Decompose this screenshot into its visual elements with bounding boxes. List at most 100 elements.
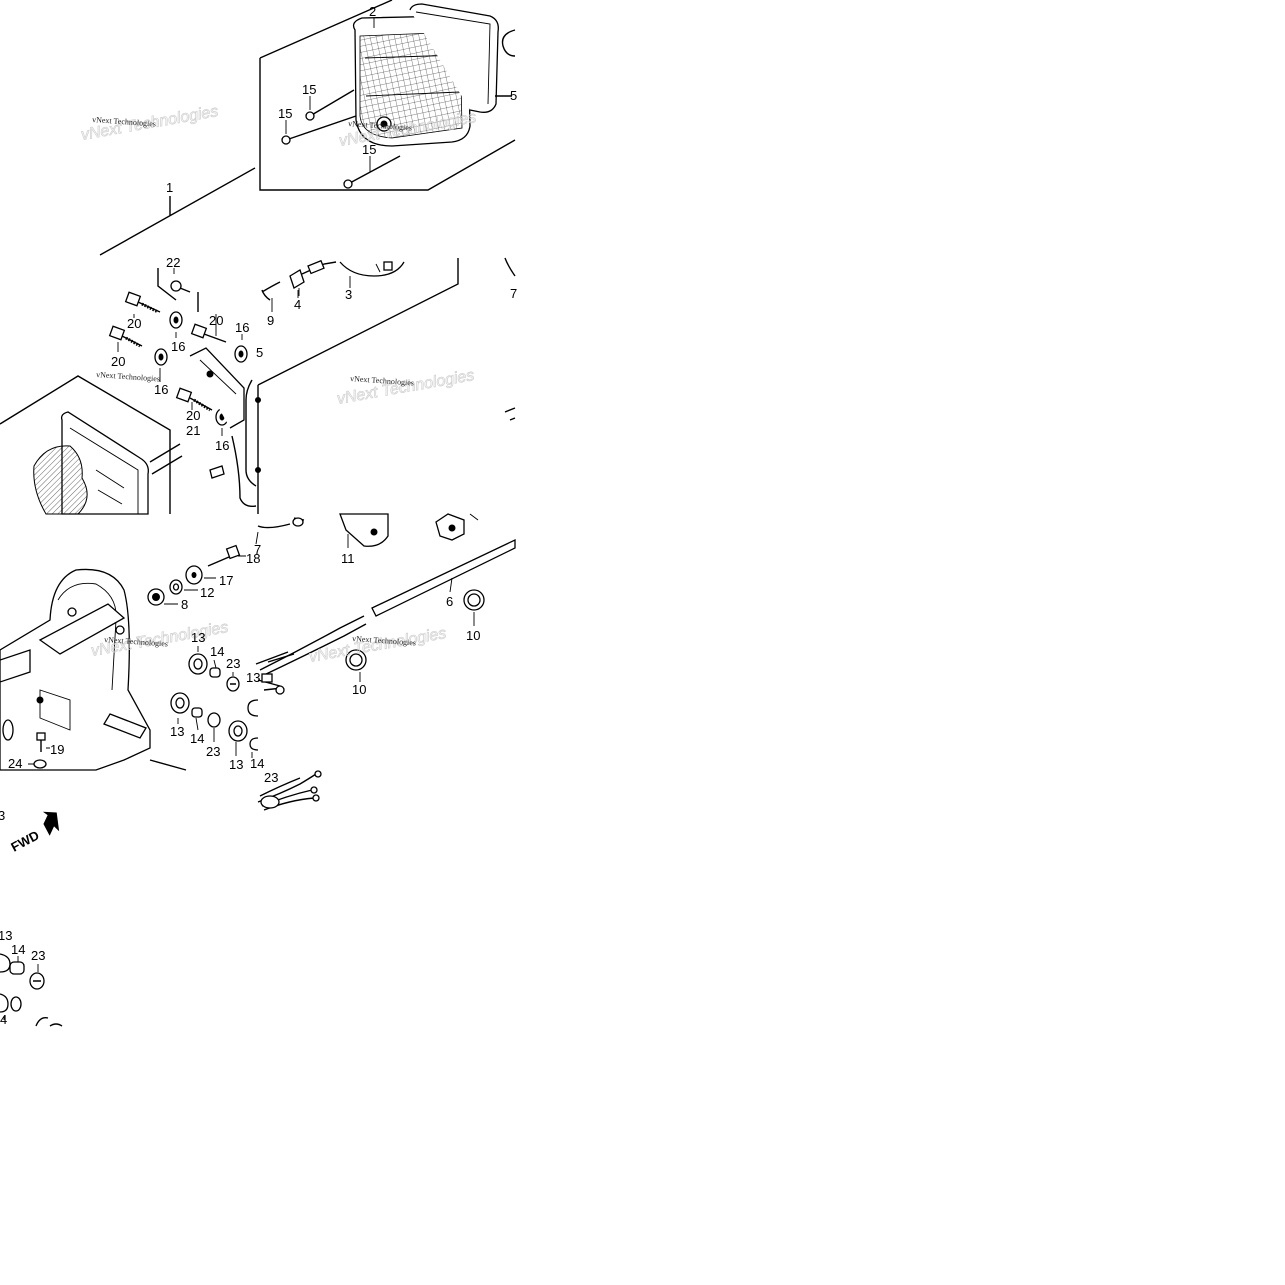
- bolt-20-b: [108, 325, 143, 348]
- callout-7: 7: [254, 542, 261, 557]
- panel-lower-harness: FWD vNext Technologies vNext Technologie…: [0, 513, 516, 855]
- wire-bundle-23: [257, 770, 322, 811]
- watermark-2: vNext Technologies: [348, 119, 412, 132]
- wire-harness: [255, 538, 516, 695]
- callout-12: 12: [200, 585, 214, 600]
- terminal-23-b: [207, 712, 221, 728]
- license-plate-bracket: [0, 568, 187, 771]
- bulb-socket: [339, 261, 405, 277]
- callout-13-c: 13: [229, 757, 243, 772]
- callout-5-top: 5: [510, 88, 517, 103]
- callout-16-c: 16: [235, 320, 249, 335]
- callout-6: 6: [446, 594, 453, 609]
- middle-assembly-outline: [257, 258, 459, 514]
- collar-12: [169, 579, 183, 595]
- bolt-22: [170, 280, 191, 293]
- cap-13-a: [188, 653, 208, 675]
- callout-15-lower: 15: [362, 142, 376, 157]
- callout-23-bundle: 23: [264, 770, 278, 785]
- callout-9: 9: [267, 313, 274, 328]
- screw-15-lower: [343, 155, 401, 189]
- callout-13-b: 13: [170, 724, 184, 739]
- socket-grommet: [289, 259, 337, 289]
- callout-13-bottom: 13: [0, 928, 12, 943]
- svg-text:vNext Technologies: vNext Technologies: [336, 367, 476, 408]
- callout-5-mid: 5: [256, 345, 263, 360]
- bolt-20-d: [175, 387, 213, 412]
- bracket-edge: [245, 379, 257, 487]
- wire-terminal: [209, 465, 225, 479]
- callout-14-bottom: 14: [11, 942, 25, 957]
- fwd-label: FWD: [8, 828, 41, 855]
- license-light-housing: [0, 375, 183, 515]
- watermark-4: vNext Technologies: [96, 370, 160, 383]
- callout-23-a: 23: [226, 656, 240, 671]
- callout-13-a: 13: [191, 630, 205, 645]
- callout-20-c: 20: [209, 313, 223, 328]
- callout-15-left: 15: [278, 106, 292, 121]
- callout-16-d: 16: [215, 438, 229, 453]
- callout-18: 18: [246, 551, 260, 566]
- assembly-outline: [259, 0, 516, 191]
- leader-lines-top: [285, 18, 375, 172]
- callout-20-b: 20: [111, 354, 125, 369]
- wire-9: [261, 281, 281, 301]
- cap-13-c: [228, 720, 248, 742]
- ground-wire: [231, 435, 257, 508]
- callout-11: 11: [341, 551, 355, 566]
- callout-4-bottom: 4: [0, 1012, 7, 1027]
- callout-7-right: 7: [510, 286, 517, 301]
- leader-lines-middle: [117, 268, 351, 436]
- tail-light-base: [409, 3, 499, 113]
- callout-22: 22: [166, 255, 180, 270]
- screw-15-upper: [305, 89, 355, 121]
- panel-top-taillight: vNext Technologies vNext Technologies vN…: [79, 0, 517, 256]
- callout-15-upper: 15: [302, 82, 316, 97]
- nut-8: [147, 588, 165, 606]
- terminal-23-c: [29, 972, 45, 990]
- leader-lines-caps: [177, 646, 253, 758]
- partial-pin: [504, 407, 516, 421]
- leader-line-1: [99, 167, 256, 256]
- watermark-6: vNext Technologies: [352, 634, 416, 647]
- partial-reflector: [501, 29, 516, 57]
- cap-13-d: [0, 953, 11, 973]
- bolt-20-c: [190, 323, 227, 343]
- svg-text:vNext Technologies: vNext Technologies: [308, 625, 448, 666]
- callout-3: 3: [345, 287, 352, 302]
- callout-23-bottom: 23: [31, 948, 45, 963]
- clamp-clip: [435, 513, 479, 541]
- sleeve-14-b: [191, 707, 203, 718]
- leader-lines-hardware: [164, 555, 246, 605]
- grommet-10-b: [345, 649, 367, 682]
- bolt-20-a: [124, 291, 161, 314]
- leader-line-7: [255, 531, 259, 545]
- callout-19: 19: [50, 742, 64, 757]
- sleeve-14-c: [9, 961, 25, 975]
- bracket-22-outline: [157, 268, 199, 312]
- terminal-23-a: [226, 676, 240, 692]
- callout-10-b: 10: [352, 682, 366, 697]
- callout-14-a: 14: [210, 644, 224, 659]
- bolt-18: [207, 544, 241, 567]
- callout-24: 24: [8, 756, 22, 771]
- mounting-plate: [189, 347, 245, 429]
- forward-arrow: FWD: [8, 811, 60, 855]
- leader-lines-socket: [271, 276, 351, 312]
- callout-10-a: 10: [466, 628, 480, 643]
- callout-23-b: 23: [206, 744, 220, 759]
- callout-14-b: 14: [190, 731, 204, 746]
- bracket-11: [339, 513, 389, 548]
- cap-13-e: [0, 993, 9, 1013]
- callout-4: 4: [294, 297, 301, 312]
- cap-13-b: [170, 692, 190, 714]
- callout-20-d: 20: [186, 408, 200, 423]
- terminal-partial: [10, 996, 63, 1027]
- callout-2: 2: [369, 4, 376, 19]
- bolt-19: [36, 732, 46, 752]
- watermark-1: vNext Technologies: [92, 115, 156, 128]
- tail-light-lens: [352, 15, 471, 147]
- callout-13-edge: 13: [246, 670, 260, 685]
- cap-13-edge: [247, 699, 259, 751]
